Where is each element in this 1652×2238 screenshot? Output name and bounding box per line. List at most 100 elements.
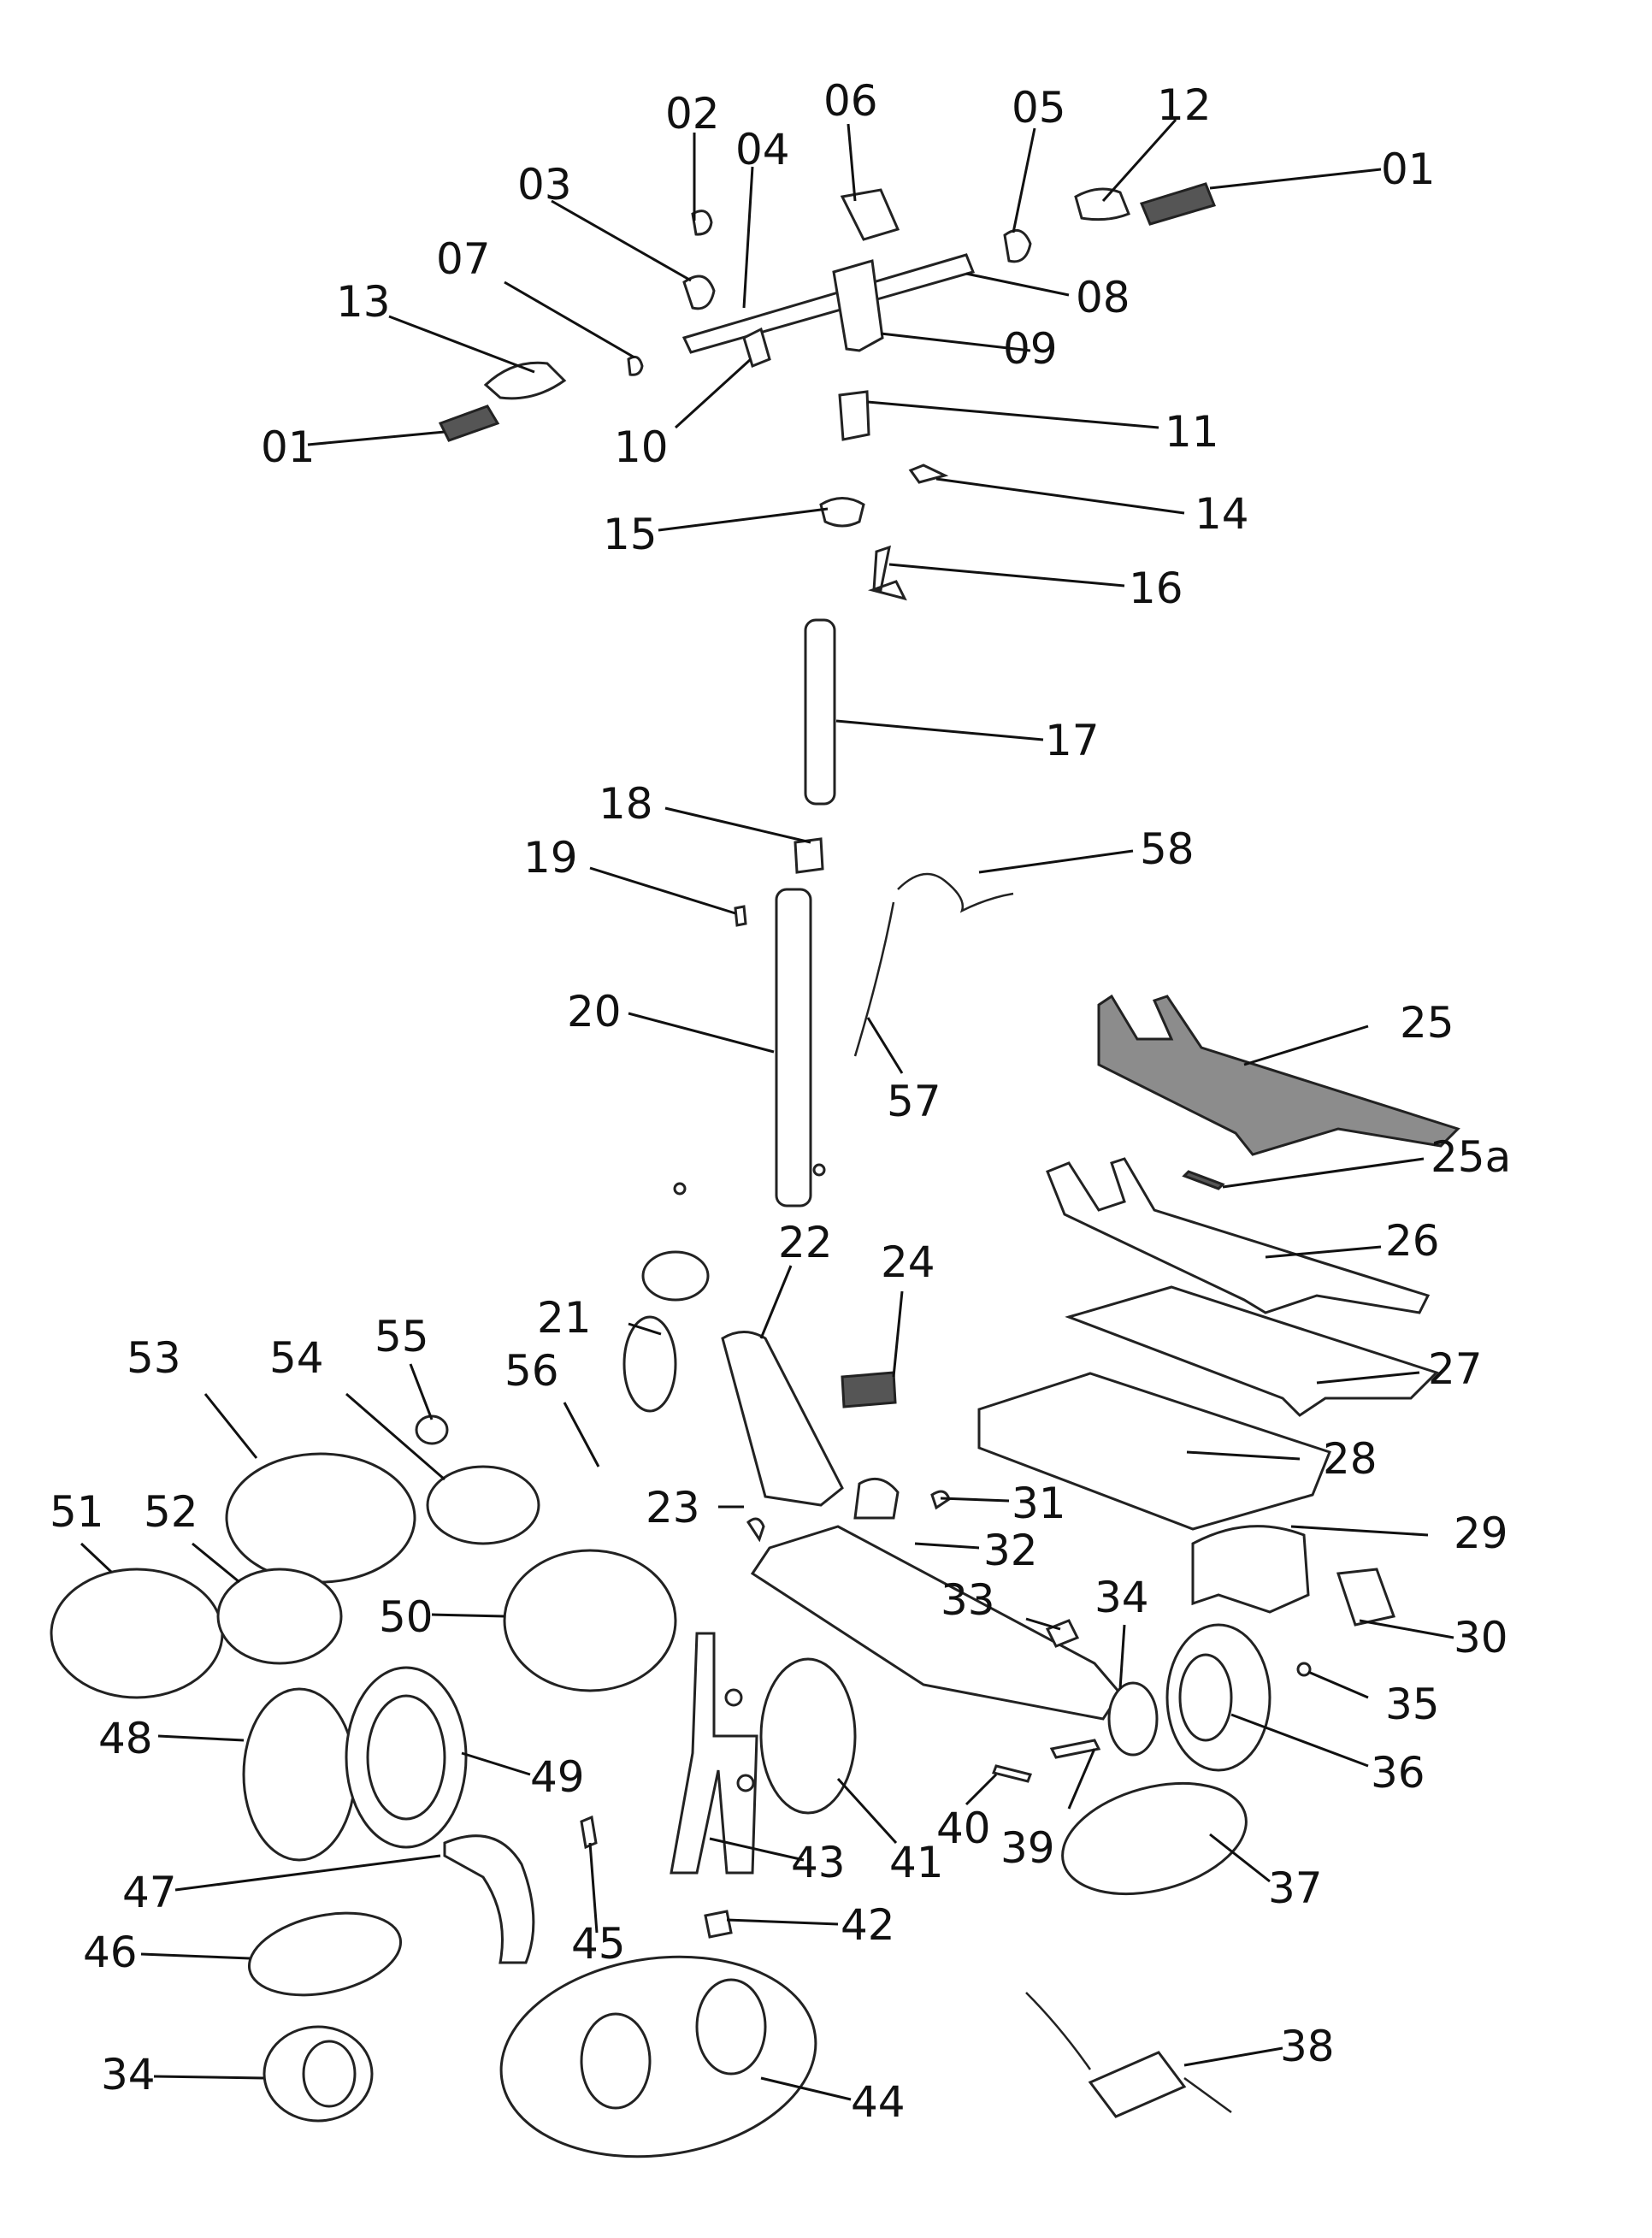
leader-06 <box>847 123 857 202</box>
part-kickstand-piece <box>580 1815 598 1850</box>
detail-oval-52 <box>216 1568 343 1665</box>
leader-03 <box>551 199 692 282</box>
part-display-cover <box>840 188 900 241</box>
part-grip-left <box>438 404 500 442</box>
leader-27 <box>1316 1371 1420 1385</box>
part-mount-bracket <box>853 1477 900 1520</box>
part-battery <box>977 1372 1331 1531</box>
part-spring-25a <box>1182 1170 1225 1190</box>
part-pin <box>734 905 747 927</box>
callout-04: 04 <box>735 125 790 174</box>
callout-15: 15 <box>603 510 658 559</box>
callout-31: 31 <box>1012 1479 1066 1528</box>
leader-12 <box>1101 118 1177 203</box>
part-fork-screw-b <box>736 1774 755 1792</box>
leader-32 <box>914 1542 980 1550</box>
part-handlebar-bar <box>681 253 976 354</box>
part-deck-grip-tape <box>1097 994 1460 1156</box>
exploded-ovals <box>50 1250 1248 2158</box>
part-bell <box>1003 228 1032 263</box>
leader-58 <box>978 849 1134 874</box>
leader-24 <box>892 1290 904 1378</box>
callout-01-left: 01 <box>261 422 316 472</box>
part-lower-stem <box>775 888 812 1208</box>
callout-48: 48 <box>98 1714 153 1763</box>
leader-35 <box>1307 1670 1369 1699</box>
callout-35: 35 <box>1385 1680 1440 1729</box>
part-throttle <box>682 275 716 310</box>
callout-43: 43 <box>791 1838 846 1887</box>
callout-06: 06 <box>823 76 878 126</box>
part-tail-light <box>1336 1568 1395 1627</box>
callout-19: 19 <box>523 833 578 883</box>
callout-57: 57 <box>887 1077 941 1126</box>
callout-50: 50 <box>379 1592 434 1642</box>
callout-34-left: 34 <box>101 2050 156 2099</box>
callout-21: 21 <box>537 1293 592 1343</box>
leader-29 <box>1290 1525 1429 1537</box>
leader-34-left <box>153 2075 264 2080</box>
callout-20: 20 <box>567 987 622 1036</box>
detail-oval-21-top <box>641 1250 710 1302</box>
leader-09 <box>880 332 1031 352</box>
callout-46: 46 <box>83 1928 138 1977</box>
part-inner-tube <box>242 1687 357 1862</box>
leader-17 <box>835 719 1044 741</box>
callout-39: 39 <box>1000 1823 1055 1873</box>
detail-oval-41 <box>759 1657 857 1815</box>
detail-oval-44 <box>499 1955 817 2158</box>
leader-46 <box>140 1952 251 1960</box>
part-charger-cable <box>1025 1992 1232 2114</box>
callout-33: 33 <box>941 1575 995 1625</box>
callout-38: 38 <box>1280 2022 1335 2071</box>
leader-53 <box>204 1393 258 1459</box>
leader-44 <box>760 2076 852 2101</box>
detail-oval-53 <box>225 1452 416 1584</box>
callout-07: 07 <box>436 234 491 284</box>
callout-42: 42 <box>841 1900 895 1950</box>
part-axle-39 <box>1049 1739 1101 1759</box>
leader-42 <box>726 1918 839 1926</box>
leader-39 <box>1067 1748 1096 1810</box>
leader-43 <box>709 1837 805 1862</box>
callout-26: 26 <box>1385 1216 1440 1266</box>
detail-oval-51 <box>50 1568 224 1699</box>
leader-31 <box>940 1497 1010 1503</box>
leader-lines <box>80 118 1454 2101</box>
leader-26 <box>1265 1245 1382 1259</box>
part-fold-latch <box>867 545 907 601</box>
leader-40 <box>965 1773 998 1806</box>
leader-08 <box>965 272 1070 297</box>
callout-41: 41 <box>889 1838 944 1887</box>
leader-22 <box>759 1265 793 1339</box>
callout-56: 56 <box>504 1346 559 1396</box>
callout-05: 05 <box>1012 83 1066 133</box>
callout-12: 12 <box>1157 80 1212 130</box>
callout-30: 30 <box>1454 1613 1508 1662</box>
part-brake-lever-right <box>1074 187 1130 221</box>
leader-28 <box>1186 1450 1301 1461</box>
parts-layer <box>242 182 1460 2118</box>
callout-45: 45 <box>571 1919 626 1969</box>
leader-15 <box>658 507 829 532</box>
callout-54: 54 <box>269 1333 324 1383</box>
part-brake-lever-left <box>483 361 567 400</box>
part-fender-rear <box>1191 1525 1310 1614</box>
part-knob <box>908 464 949 484</box>
callout-18: 18 <box>599 779 653 829</box>
part-deck-cover <box>1046 1157 1431 1314</box>
callout-02: 02 <box>665 89 720 139</box>
part-fork-screw-a <box>724 1688 743 1707</box>
leader-04 <box>742 166 754 309</box>
part-bolt-40 <box>992 1764 1032 1783</box>
detail-oval-37 <box>1061 1781 1248 1896</box>
leader-47 <box>174 1854 441 1892</box>
leader-54 <box>345 1392 445 1481</box>
callout-28: 28 <box>1323 1434 1378 1484</box>
callout-25a: 25a <box>1431 1132 1511 1182</box>
leader-25a <box>1222 1157 1425 1189</box>
callout-17: 17 <box>1045 716 1100 765</box>
part-handlebar-stem <box>832 259 884 352</box>
part-front-tire-inner <box>366 1694 446 1821</box>
